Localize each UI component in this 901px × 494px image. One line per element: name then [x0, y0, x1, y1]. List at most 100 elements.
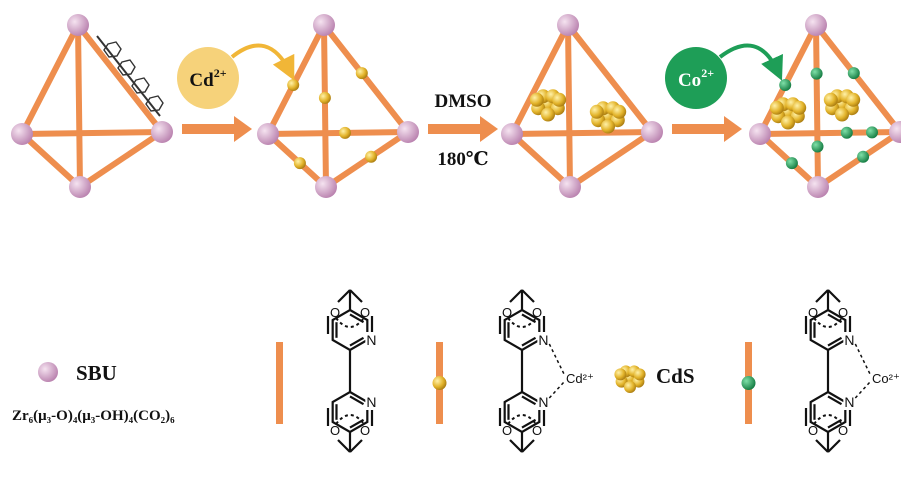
co-ion-charge: 2+ — [701, 66, 714, 80]
strut — [567, 129, 655, 190]
strut — [77, 129, 165, 190]
sbu-node — [69, 176, 91, 198]
sbu-node — [257, 123, 279, 145]
strut — [509, 22, 571, 137]
atom-o: O — [502, 423, 512, 438]
svg-text:Co2+: Co2+ — [678, 66, 714, 91]
cds-label: CdS — [656, 364, 695, 388]
co-site — [866, 126, 878, 139]
step-arrow-3 — [672, 116, 742, 142]
strut — [757, 129, 901, 137]
cds-cluster — [529, 89, 567, 122]
cd-site — [318, 91, 331, 104]
atom-n: N — [366, 394, 376, 410]
atom-o: O — [532, 305, 542, 320]
sbu-node — [805, 14, 827, 36]
step-arrow-2 — [428, 116, 498, 142]
framework-4 — [749, 14, 901, 198]
temperature-label: 180℃ — [437, 149, 488, 170]
strut — [813, 22, 901, 135]
atom-o: O — [360, 305, 370, 320]
cd-site — [355, 67, 368, 80]
co-site — [785, 157, 798, 170]
cd-site — [365, 150, 378, 163]
sbu-node — [11, 123, 33, 145]
legend-sbu: SBU Zr₆(μ₃-O)₄(μ₃-OH)₄(CO₂)₆ — [12, 361, 175, 424]
cd-site — [339, 126, 351, 139]
atom-n: N — [844, 394, 854, 410]
atom-n: N — [844, 332, 854, 348]
co-site — [811, 140, 824, 153]
strut — [509, 129, 655, 137]
cd-ion-label: Cd — [189, 70, 214, 91]
atom-o: O — [330, 305, 340, 320]
strut — [565, 22, 655, 135]
sbu-node — [749, 123, 771, 145]
atom-o: O — [532, 423, 542, 438]
atom-n: N — [366, 332, 376, 348]
atom-o: O — [808, 423, 818, 438]
strut — [813, 22, 821, 190]
step-arrow-1 — [182, 116, 252, 142]
sbu-node — [807, 176, 829, 198]
sbu-node — [641, 121, 663, 143]
strut — [509, 131, 573, 190]
strut — [321, 22, 329, 190]
atom-n: N — [538, 332, 548, 348]
cd-bound-linker-icon — [432, 342, 447, 424]
atom-o: O — [838, 305, 848, 320]
strut — [19, 22, 81, 137]
strut — [757, 22, 819, 137]
cd-ion-badge: Cd2+ — [177, 43, 295, 109]
cds-cluster — [614, 365, 646, 393]
sbu-node-icon — [38, 362, 58, 382]
strut — [75, 22, 165, 135]
strut — [75, 22, 83, 190]
atom-o: O — [360, 423, 370, 438]
co-site — [779, 78, 792, 91]
atom-o: O — [502, 305, 512, 320]
cds-cluster — [823, 89, 861, 122]
sbu-node — [67, 14, 89, 36]
strut — [265, 22, 327, 137]
strut — [265, 129, 411, 137]
sbu-node — [557, 14, 579, 36]
co-bound-linker-icon — [741, 342, 756, 424]
co-site — [847, 67, 860, 80]
atom-n: N — [538, 394, 548, 410]
framework-1 — [11, 14, 173, 198]
sbu-node — [397, 121, 419, 143]
solvent-label: DMSO — [435, 91, 492, 112]
co-ion-label: Co — [678, 70, 701, 91]
cd-site — [287, 78, 300, 91]
sbu-node — [889, 121, 901, 143]
metal-ion-label: Cd²⁺ — [566, 371, 594, 386]
linker-rod-icon — [276, 342, 283, 424]
strut — [321, 22, 411, 135]
atom-o: O — [838, 423, 848, 438]
atom-o: O — [330, 423, 340, 438]
strut — [19, 129, 165, 137]
cds-cluster — [589, 101, 627, 134]
strut — [19, 131, 83, 190]
sbu-node — [315, 176, 337, 198]
co-site — [810, 67, 823, 80]
cd-ion-charge: 2+ — [214, 66, 227, 80]
atom-o: O — [808, 305, 818, 320]
co-site — [840, 126, 853, 139]
svg-text:Cd2+: Cd2+ — [189, 66, 226, 91]
sbu-node — [559, 176, 581, 198]
co-site — [857, 150, 870, 163]
sbu-node — [313, 14, 335, 36]
metal-ion-label: Co²⁺ — [872, 371, 900, 386]
framework-3 — [501, 14, 663, 198]
sbu-node — [151, 121, 173, 143]
framework-2 — [257, 14, 419, 198]
cd-site — [293, 157, 306, 170]
strut — [565, 22, 573, 190]
sbu-node — [501, 123, 523, 145]
